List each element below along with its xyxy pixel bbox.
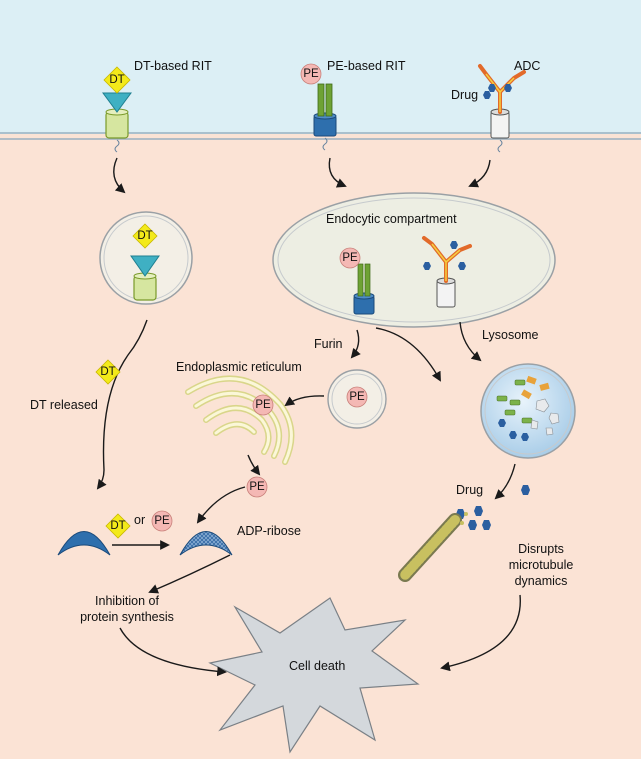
label-drug-bottom: Drug xyxy=(456,483,484,497)
label-adp-ribose: ADP-ribose xyxy=(237,524,301,538)
label-dt-released: DT released xyxy=(30,398,98,412)
dt-toxin-released-diamond xyxy=(95,359,121,385)
label-disrupts: Disrupts xyxy=(518,542,564,556)
label-adc: ADC xyxy=(514,59,541,73)
dt-tag-bottom: DT xyxy=(110,520,126,532)
arrow-to-inhibition xyxy=(148,554,231,594)
arrow-er-to-cytosol xyxy=(247,454,261,476)
pe-tag-top: PE xyxy=(303,68,319,80)
adc-receptor-complex xyxy=(478,64,526,153)
pe-toxin-vesicle-circle xyxy=(346,386,368,408)
ribosome-unmodified xyxy=(57,531,111,556)
pe-tag-compartment: PE xyxy=(342,252,358,264)
pe-toxin-er-circle xyxy=(252,394,274,416)
label-inhibition-of: Inhibition of xyxy=(95,594,159,608)
arrow-adc-internalize xyxy=(468,159,491,188)
pe-toxin-bottom-circle xyxy=(151,510,173,532)
pe-receptor-complex xyxy=(313,83,337,151)
label-endoplasmic-reticulum: Endoplasmic reticulum xyxy=(176,360,302,374)
label-dynamics: dynamics xyxy=(514,574,568,588)
arrow-microtubule-to-death xyxy=(440,594,521,672)
pe-toxin-cytosol-circle xyxy=(246,476,268,498)
arrow-pe-to-lysosome xyxy=(375,327,441,382)
dt-tag-top: DT xyxy=(109,74,125,86)
arrow-lysosome-to-drug xyxy=(494,463,516,500)
lysosome xyxy=(480,363,576,459)
label-drug-top: Drug xyxy=(451,88,479,102)
dt-toxin-top xyxy=(103,66,131,94)
dt-receptor-complex xyxy=(102,92,132,153)
arrow-pe-internalize xyxy=(328,157,347,188)
label-dt-based-rit: DT-based RIT xyxy=(134,59,212,73)
label-or: or xyxy=(134,513,146,527)
pe-tag-cytosol: PE xyxy=(249,481,265,493)
dt-tag-released: DT xyxy=(100,366,116,378)
label-lysosome: Lysosome xyxy=(482,328,539,342)
arrow-vesicle-to-er xyxy=(284,395,325,407)
pe-tag-er: PE xyxy=(255,399,271,411)
label-furin: Furin xyxy=(314,337,343,351)
arrow-furin xyxy=(350,329,361,359)
label-endocytic-compartment: Endocytic compartment xyxy=(326,212,457,226)
pe-tag-vesicle: PE xyxy=(349,391,365,403)
arrow-pe-to-ribosome xyxy=(196,486,246,524)
label-protein-synthesis: protein synthesis xyxy=(80,610,174,624)
pe-toxin-top-circle xyxy=(300,63,322,85)
arrow-dt-internalize xyxy=(113,157,126,194)
dt-endosome xyxy=(99,211,193,305)
dt-toxin-endosome-diamond xyxy=(132,223,158,249)
arrow-adc-to-lysosome xyxy=(459,321,482,362)
pe-toxin-compartment-circle xyxy=(339,247,361,269)
endocytic-compartment xyxy=(272,192,556,328)
label-microtubule: microtubule xyxy=(508,558,574,572)
label-cell-death: Cell death xyxy=(289,659,346,673)
pe-tag-bottom: PE xyxy=(154,515,170,527)
label-pe-based-rit: PE-based RIT xyxy=(327,59,406,73)
dt-tag-endosome: DT xyxy=(137,230,153,242)
arrow-inhibition-to-death xyxy=(119,627,227,677)
ribosome-adp-ribosylated xyxy=(179,531,233,556)
arrow-dt-released xyxy=(96,319,148,490)
cell-death-star xyxy=(208,597,420,754)
dt-toxin-bottom-diamond xyxy=(105,513,131,539)
microtubule xyxy=(398,512,468,582)
